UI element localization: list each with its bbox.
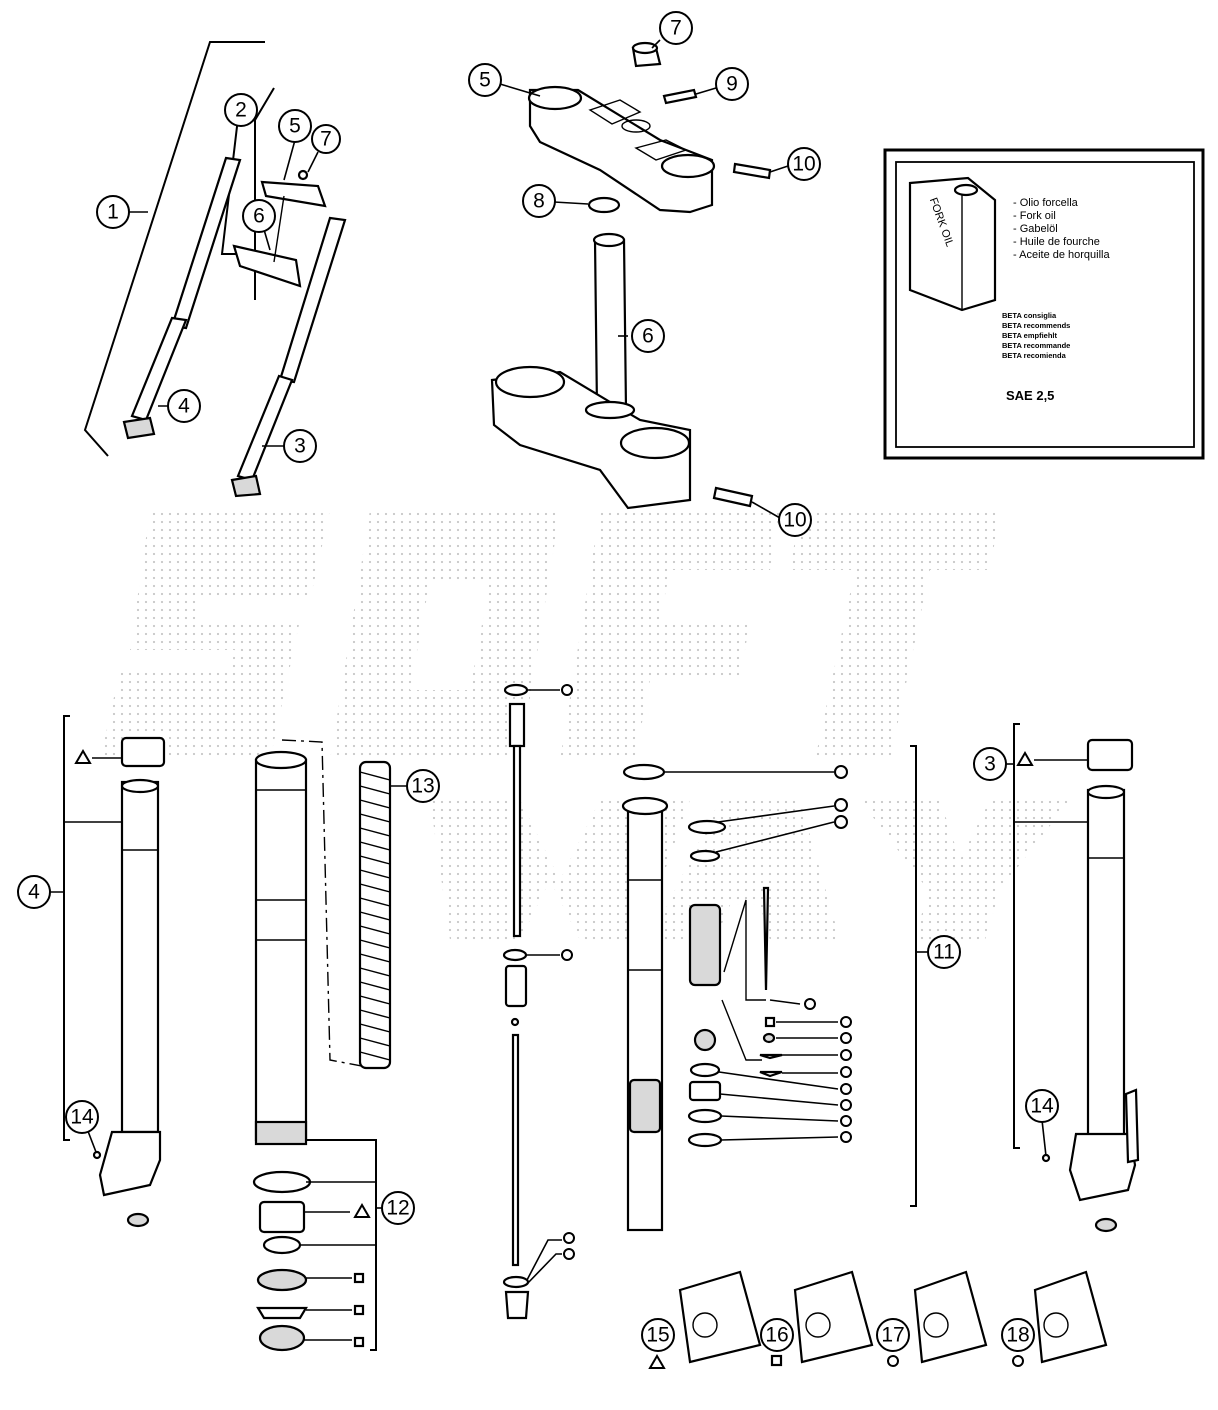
oil-line-3: - Gabelöl: [1013, 223, 1058, 235]
lower-triple-clamp-stem: [490, 232, 754, 510]
callout-7: 7: [659, 11, 693, 45]
svg-text:15: 15: [646, 1324, 669, 1347]
inner-tube: [252, 739, 377, 1352]
svg-text:18: 18: [1006, 1324, 1029, 1347]
svg-text:6: 6: [642, 325, 654, 348]
callout-9: 9: [715, 67, 749, 101]
damper-rod: [502, 683, 575, 1320]
callout-4-top: 4: [167, 389, 201, 423]
svg-text:1: 1: [107, 201, 119, 224]
callout-14-right: 14: [1025, 1089, 1059, 1123]
callout-5: 5: [468, 63, 502, 97]
svg-text:4: 4: [178, 395, 190, 418]
callout-10-top: 10: [787, 147, 821, 181]
callout-8: 8: [522, 184, 556, 218]
upper-triple-clamp: [527, 41, 772, 214]
recommend-line-3: BETA empfiehlt: [1002, 331, 1058, 340]
svg-text:10: 10: [792, 153, 815, 176]
callout-13: 13: [406, 769, 440, 803]
svg-text:5: 5: [479, 69, 491, 92]
oil-line-4: - Huile de fourche: [1013, 236, 1100, 248]
svg-text:3: 3: [984, 753, 996, 776]
callout-11: 11: [927, 935, 961, 969]
svg-text:14: 14: [1030, 1095, 1054, 1118]
svg-text:8: 8: [533, 190, 545, 213]
kit-bags: [648, 1270, 1108, 1369]
svg-text:9: 9: [726, 73, 738, 96]
outer-tube-left: [46, 715, 166, 1228]
oil-grade: SAE 2,5: [1006, 388, 1054, 403]
cartridge-assembly: [621, 745, 928, 1232]
svg-text:16: 16: [765, 1324, 788, 1347]
oil-line-5: - Aceite de horquilla: [1013, 249, 1110, 261]
recommend-line-1: BETA consiglia: [1002, 311, 1057, 320]
svg-text:7: 7: [670, 17, 682, 40]
svg-text:12: 12: [386, 1197, 409, 1220]
svg-text:5: 5: [289, 115, 301, 138]
recommend-line-2: BETA recommends: [1002, 321, 1070, 330]
callout-7-small: 7: [311, 124, 341, 154]
oil-line-1: - Olio forcella: [1013, 197, 1079, 209]
callout-17: 17: [876, 1318, 910, 1352]
recommend-line-5: BETA recomienda: [1002, 351, 1067, 360]
fork-spring: [358, 760, 392, 1070]
svg-text:17: 17: [881, 1324, 904, 1347]
callout-6: 6: [631, 319, 665, 353]
svg-text:3: 3: [294, 435, 306, 458]
oil-line-2: - Fork oil: [1013, 210, 1056, 222]
callout-1: 1: [96, 195, 130, 229]
callout-4: 4: [17, 875, 51, 909]
watermark: [100, 510, 1070, 940]
svg-text:11: 11: [933, 941, 955, 964]
fork-assembly-overview: [83, 41, 347, 498]
svg-text:10: 10: [783, 509, 806, 532]
callout-18: 18: [1001, 1318, 1035, 1352]
svg-text:2: 2: [235, 99, 247, 122]
callout-12: 12: [381, 1191, 415, 1225]
callout-3: 3: [973, 747, 1007, 781]
callout-5-small: 5: [278, 109, 312, 143]
callout-16: 16: [760, 1318, 794, 1352]
svg-text:7: 7: [320, 128, 332, 151]
callout-15: 15: [641, 1318, 675, 1352]
svg-text:6: 6: [253, 205, 265, 228]
svg-text:13: 13: [411, 775, 434, 798]
svg-text:4: 4: [28, 881, 40, 904]
fork-oil-panel: FORK OIL - Olio forcella - Fork oil - Ga…: [883, 148, 1205, 460]
callout-10-bottom: 10: [778, 503, 812, 537]
outer-tube-right: [1013, 723, 1140, 1233]
callout-6-small: 6: [242, 199, 276, 233]
callout-3-top: 3: [283, 429, 317, 463]
svg-text:14: 14: [70, 1106, 94, 1129]
recommend-line-4: BETA recommande: [1002, 341, 1070, 350]
callout-14-left: 14: [65, 1100, 99, 1134]
callout-2: 2: [224, 93, 258, 127]
